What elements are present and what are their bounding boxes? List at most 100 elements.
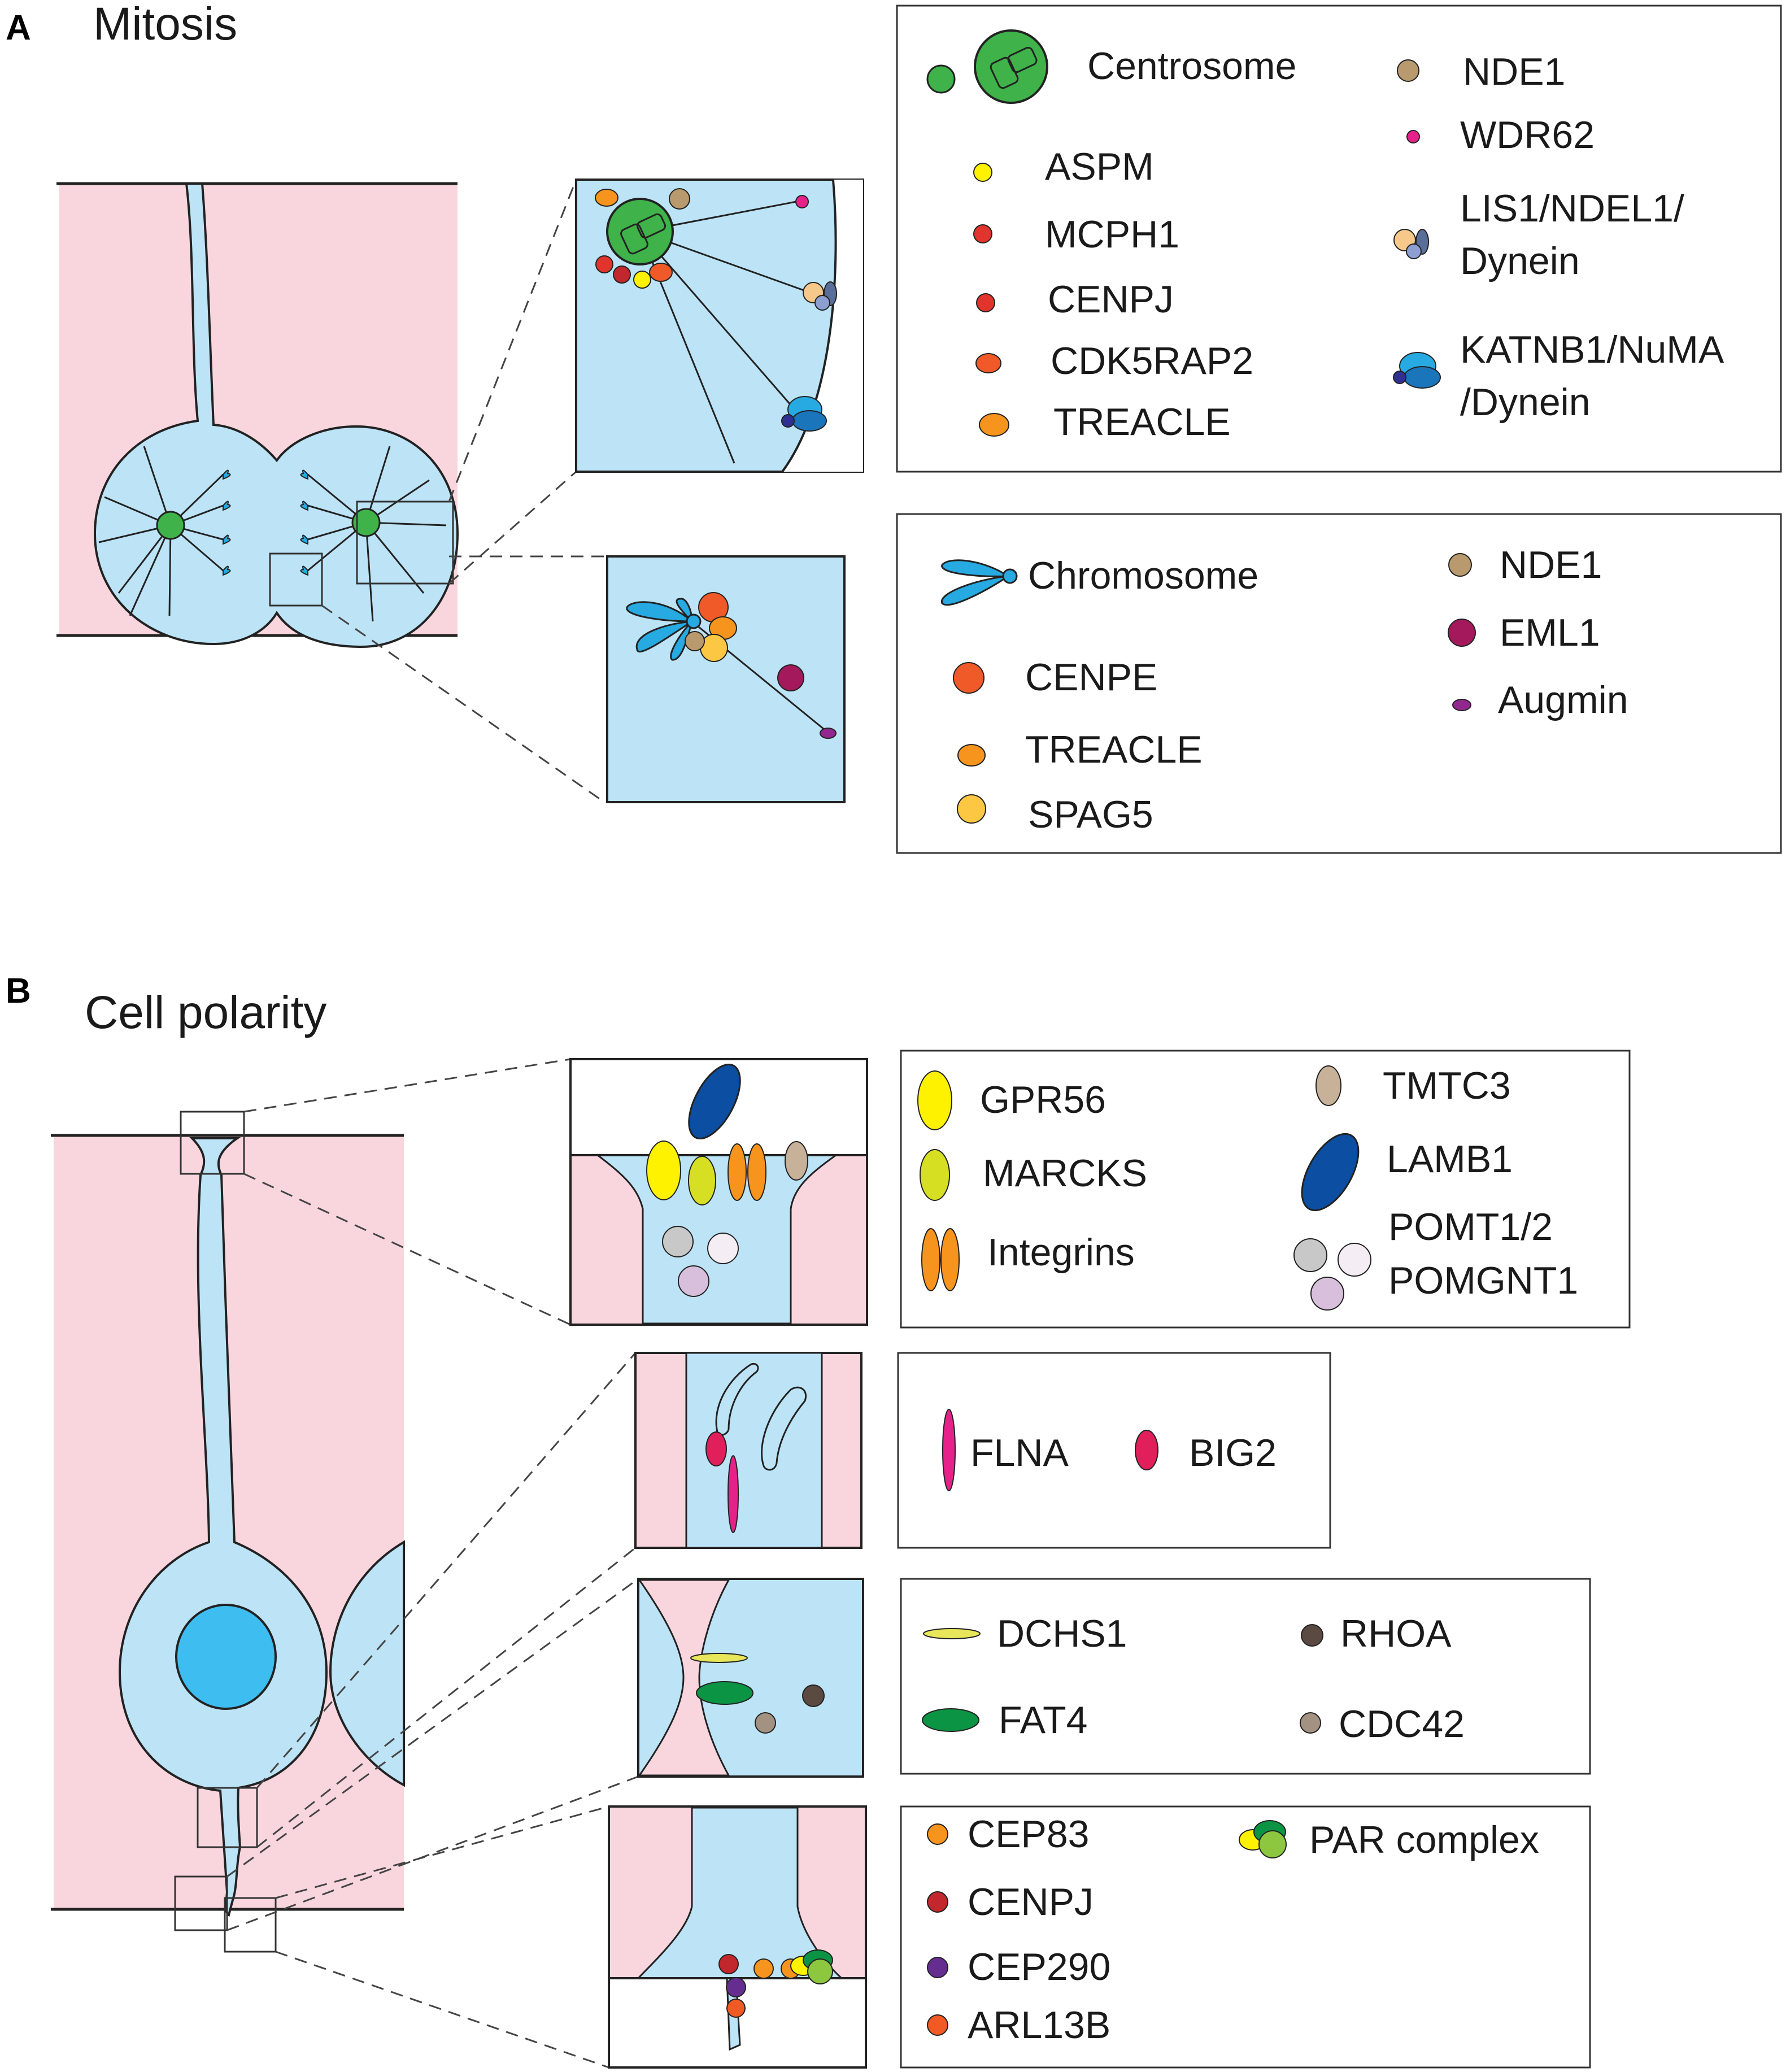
cenpj-basal-shape	[718, 1954, 739, 1974]
legend-basal: CEP83 CENPJ CEP290 ARL13B PAR complex	[900, 1805, 1591, 2069]
nde1-kinetochore-icon	[1448, 553, 1472, 577]
golgi-shape	[761, 1386, 807, 1471]
golgi-shape	[715, 1363, 759, 1436]
panel-a-connectors	[321, 179, 605, 803]
integrin-shape	[728, 1143, 747, 1201]
nde1-icon	[1397, 59, 1419, 82]
lis1-complex	[803, 281, 837, 311]
big2-icon	[1135, 1430, 1158, 1470]
junction-pink-gap	[638, 1579, 730, 1777]
pomt-icon	[1338, 1243, 1371, 1277]
legend-label-arl13b: ARL13B	[968, 2004, 1110, 2047]
panel-b-connectors	[226, 1058, 639, 2069]
zoom-box-process	[197, 1787, 258, 1848]
legend-frame	[896, 513, 1782, 854]
lamb1-icon	[1301, 1133, 1360, 1212]
legend-label-rhoa: RHOA	[1340, 1612, 1452, 1655]
zoom-box-apical	[180, 1111, 245, 1175]
legend-frame	[900, 1578, 1591, 1775]
legend-process: FLNA BIG2	[897, 1352, 1331, 1549]
treacle-icon	[979, 413, 1009, 437]
legend-label-lamb1: LAMB1	[1387, 1138, 1513, 1181]
legend-label-cep83: CEP83	[968, 1813, 1089, 1856]
legend-label-cenpj-basal: CENPJ	[968, 1881, 1094, 1923]
treacle-kinetochore-icon	[957, 744, 986, 767]
marcks-shape	[688, 1156, 716, 1205]
panel-a-letter: A	[6, 8, 31, 47]
cell-membrane-outside	[782, 180, 863, 472]
cep83-shape	[753, 1958, 774, 1979]
legend-label-integrins: Integrins	[987, 1231, 1135, 1274]
zoom-kinetochore-frame	[606, 555, 846, 803]
flna-icon	[942, 1409, 956, 1491]
legend-label-nde1-kinetochore: NDE1	[1500, 543, 1602, 586]
cenpj-icon	[976, 293, 995, 312]
legend-label-cenpe: CENPE	[1025, 656, 1157, 699]
tmtc3-icon	[1315, 1065, 1341, 1106]
pomt1-shape	[662, 1226, 694, 1257]
centriole-icon	[620, 213, 667, 255]
cenpe-icon	[953, 662, 985, 694]
legend-mitosis-centrosome: Centrosome ASPM MCPH1 CENPJ CDK5RAP2 TRE…	[896, 5, 1782, 473]
legend-label-aspm: ASPM	[1045, 145, 1154, 188]
wdr62-icon	[1406, 130, 1420, 143]
flna-shape	[728, 1455, 739, 1533]
chromosome-pairs	[223, 469, 308, 576]
chromosome-zoom	[626, 598, 702, 661]
centriole-legend-icon	[990, 46, 1038, 89]
cenpj-dot	[613, 265, 631, 284]
arl13b-shape	[726, 1999, 746, 2018]
spag5-icon	[957, 794, 986, 824]
legend-label-cep290: CEP290	[968, 1945, 1110, 1988]
legend-label-cdk5rap2: CDK5RAP2	[1051, 339, 1253, 382]
zoom-junction	[637, 1578, 864, 1778]
katnb1-complex-icon	[1393, 352, 1441, 389]
lis1-complex-icon	[1393, 229, 1429, 259]
integrins-icon	[921, 1228, 940, 1291]
legend-label-cenpj: CENPJ	[1048, 278, 1174, 321]
lamb1-shape	[688, 1063, 741, 1140]
legend-frame	[897, 1352, 1331, 1549]
mitosis-cell-diagram	[56, 182, 459, 648]
tmtc3-shape	[785, 1141, 808, 1181]
legend-label-dchs1: DCHS1	[997, 1612, 1127, 1655]
legend-label-katnb1-dynein: /Dynein	[1460, 381, 1591, 424]
centrosome-right	[351, 508, 381, 537]
legend-label-cdc42: CDC42	[1339, 1703, 1465, 1745]
legend-label-dynein: Dynein	[1460, 240, 1580, 282]
par-complex-shape	[790, 1949, 833, 1984]
legend-label-big2: BIG2	[1189, 1431, 1277, 1474]
legend-label-wdr62: WDR62	[1460, 114, 1595, 156]
cdc42-icon	[1300, 1712, 1321, 1734]
arl13b-icon	[927, 2014, 948, 2036]
par-complex-icon	[1239, 1820, 1287, 1858]
legend-label-augmin: Augmin	[1498, 678, 1628, 721]
legend-label-mcph1: MCPH1	[1045, 213, 1179, 256]
cdk5rap2-icon	[975, 353, 1001, 373]
katnb1-complex	[781, 396, 827, 432]
panel-b-letter: B	[6, 972, 31, 1011]
integrin-shape	[747, 1143, 766, 1201]
polarity-cell-diagram	[51, 1111, 405, 1953]
pomt-icon	[1293, 1238, 1327, 1272]
cep290-shape	[726, 1977, 746, 1997]
legend-label-treacle: TREACLE	[1053, 401, 1231, 443]
legend-label-gpr56: GPR56	[980, 1078, 1106, 1121]
legend-label-marcks: MARCKS	[983, 1152, 1147, 1195]
cep290-icon	[927, 1957, 948, 1978]
panel-a-title: Mitosis	[93, 0, 237, 50]
marcks-icon	[920, 1149, 950, 1201]
big2-shape	[705, 1431, 727, 1466]
eml1-icon	[1448, 619, 1476, 647]
legend-label-treacle-kinetochore: TREACLE	[1025, 728, 1203, 771]
gpr56-icon	[917, 1070, 952, 1130]
zoom-process	[634, 1352, 862, 1549]
dchs1-shape	[690, 1653, 748, 1663]
dchs1-icon	[923, 1628, 981, 1639]
zoom-centrosome	[575, 179, 864, 473]
zoom-box-basal	[224, 1897, 277, 1953]
panel-b-title: Cell polarity	[85, 987, 326, 1038]
legend-junction: DCHS1 FAT4 RHOA CDC42	[900, 1578, 1591, 1775]
integrins-icon	[940, 1228, 960, 1291]
legend-label-lis1: LIS1/NDEL1/	[1460, 187, 1684, 230]
